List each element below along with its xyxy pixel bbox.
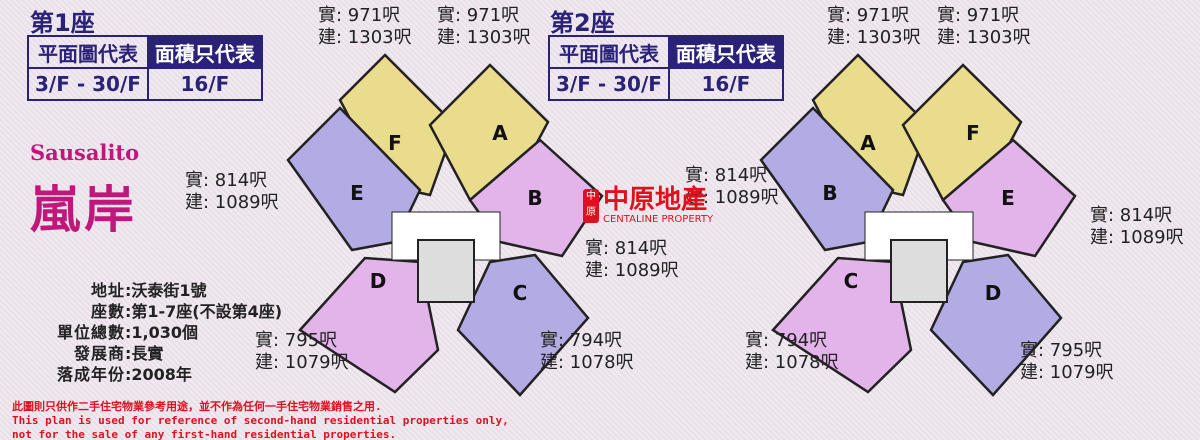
unit-area-label: 實: 814呎建: 1089呎 <box>685 165 779 209</box>
area-floor: 16/F <box>146 67 263 101</box>
gross-area: 建: 1089呎 <box>1090 227 1184 248</box>
gross-area: 建: 1303呎 <box>318 27 412 48</box>
unit-area-label: 實: 794呎建: 1078呎 <box>540 330 634 374</box>
unit-area-label: 實: 971呎建: 1303呎 <box>937 5 1031 49</box>
unit-letter: E <box>1001 186 1015 210</box>
lift-core <box>890 239 948 303</box>
estate-name-zh: 嵐岸 <box>30 180 138 239</box>
logo-en: CENTALINE PROPERTY <box>603 214 714 225</box>
info-value: :沃泰街1號 <box>125 281 207 300</box>
saleable-area: 實: 971呎 <box>318 5 401 26</box>
logo-mark: 中原 <box>583 189 599 223</box>
unit-letter: C <box>513 281 528 305</box>
saleable-area: 實: 794呎 <box>745 330 828 351</box>
gross-area: 建: 1079呎 <box>1020 362 1114 383</box>
disclaimer-en-1: This plan is used for reference of secon… <box>12 414 509 427</box>
logo-zh: 中原地產 <box>603 185 708 215</box>
unit-shape <box>298 256 440 394</box>
unit-area-label: 實: 794呎建: 1078呎 <box>745 330 839 374</box>
gross-area: 建: 1089呎 <box>585 260 679 281</box>
saleable-area: 實: 795呎 <box>255 330 338 351</box>
plan-label: 平面圖代表 <box>27 35 149 69</box>
unit-shape <box>456 253 590 397</box>
saleable-area: 實: 814呎 <box>185 170 268 191</box>
saleable-area: 實: 971呎 <box>827 5 910 26</box>
estate-info: 地址:沃泰街1號 座數:第1-7座(不設第4座) 單位總數:1,030個 發展商… <box>20 280 282 385</box>
plan-floors: 3/F - 30/F <box>27 67 149 101</box>
tower-2-plan: A F B E C D <box>759 53 1077 397</box>
saleable-area: 實: 814呎 <box>585 238 668 259</box>
area-label: 面積只代表 <box>146 35 263 69</box>
info-value: :長實 <box>125 344 164 363</box>
unit-area-label: 實: 971呎建: 1303呎 <box>827 5 921 49</box>
lift-core <box>417 239 475 303</box>
gross-area: 建: 1303呎 <box>937 27 1031 48</box>
unit-letter: B <box>822 181 837 205</box>
unit-letter: C <box>844 269 859 293</box>
unit-area-label: 實: 814呎建: 1089呎 <box>1090 205 1184 249</box>
unit-letter: A <box>860 131 876 155</box>
disclaimer-zh: 此圖則只供作二手住宅物業參考用途，並不作為任何一手住宅物業銷售之用. <box>12 400 382 413</box>
unit-shape <box>929 253 1063 397</box>
disclaimer-en-2: not for the sale of any first-hand resid… <box>12 428 397 440</box>
info-key: 單位總數 <box>56 323 125 342</box>
saleable-area: 實: 795呎 <box>1020 340 1103 361</box>
unit-area-label: 實: 971呎建: 1303呎 <box>318 5 412 49</box>
area-label: 面積只代表 <box>667 35 784 69</box>
saleable-area: 實: 971呎 <box>437 5 520 26</box>
plan-label: 平面圖代表 <box>548 35 670 69</box>
tower-2-floor-table: 平面圖代表 面積只代表 3/F - 30/F 16/F <box>548 35 784 101</box>
info-key: 發展商 <box>73 344 125 363</box>
gross-area: 建: 1303呎 <box>437 27 531 48</box>
gross-area: 建: 1079呎 <box>255 352 349 373</box>
unit-shape <box>771 256 913 394</box>
unit-area-label: 實: 971呎建: 1303呎 <box>437 5 531 49</box>
area-floor: 16/F <box>667 67 784 101</box>
saleable-area: 實: 814呎 <box>685 165 768 186</box>
estate-name-en: Sausalito <box>30 140 140 165</box>
unit-letter: D <box>985 281 1002 305</box>
gross-area: 建: 1078呎 <box>540 352 634 373</box>
saleable-area: 實: 971呎 <box>937 5 1020 26</box>
unit-letter: D <box>370 269 387 293</box>
saleable-area: 實: 794呎 <box>540 330 623 351</box>
info-value: :2008年 <box>125 365 192 384</box>
tower-1-floor-table: 平面圖代表 面積只代表 3/F - 30/F 16/F <box>27 35 263 101</box>
unit-area-label: 實: 814呎建: 1089呎 <box>185 170 279 214</box>
disclaimer: 此圖則只供作二手住宅物業參考用途，並不作為任何一手住宅物業銷售之用. This … <box>12 400 509 440</box>
unit-area-label: 實: 795呎建: 1079呎 <box>1020 340 1114 384</box>
gross-area: 建: 1078呎 <box>745 352 839 373</box>
unit-letter: B <box>527 186 542 210</box>
info-key: 座數 <box>90 302 125 321</box>
tower-1-plan: F A E B D C <box>286 53 604 397</box>
unit-letter: F <box>388 131 402 155</box>
gross-area: 建: 1089呎 <box>185 192 279 213</box>
info-key: 落成年份 <box>56 365 125 384</box>
saleable-area: 實: 814呎 <box>1090 205 1173 226</box>
unit-letter: E <box>350 181 364 205</box>
gross-area: 建: 1303呎 <box>827 27 921 48</box>
unit-letter: A <box>492 121 508 145</box>
info-value: :1,030個 <box>125 323 199 342</box>
info-key: 地址 <box>90 281 125 300</box>
gross-area: 建: 1089呎 <box>685 187 779 208</box>
tower-2-title: 第2座 <box>550 9 615 37</box>
unit-area-label: 實: 795呎建: 1079呎 <box>255 330 349 374</box>
info-value: :第1-7座(不設第4座) <box>125 302 283 321</box>
unit-letter: F <box>966 121 980 145</box>
centaline-logo: 中原 中原地產 CENTALINE PROPERTY <box>583 186 713 226</box>
tower-1-title: 第1座 <box>30 9 95 37</box>
plan-floors: 3/F - 30/F <box>548 67 670 101</box>
unit-area-label: 實: 814呎建: 1089呎 <box>585 238 679 282</box>
